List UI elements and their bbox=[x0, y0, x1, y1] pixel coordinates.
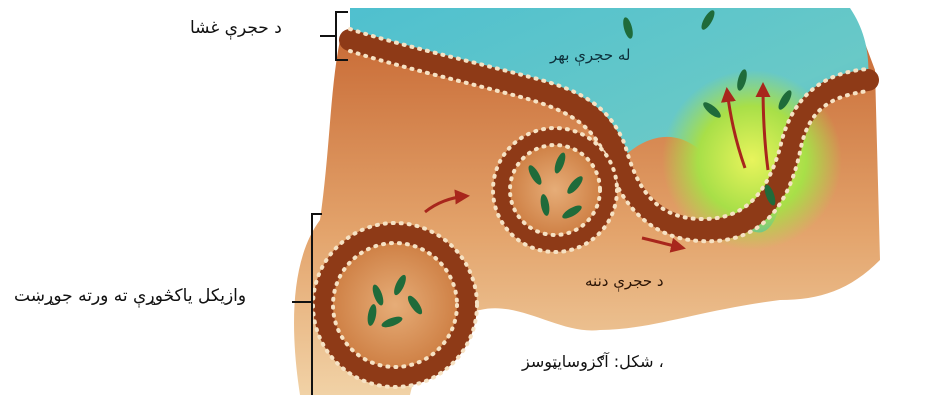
vesicle-label: وازيکل یاکڅوړې ته ورته جوړښت bbox=[14, 286, 246, 306]
inside-cell-label: د حجرې دننه bbox=[585, 272, 664, 290]
figure-caption: ، شکل: آګزوسایټوسز bbox=[514, 350, 678, 373]
fusing-vesicle bbox=[493, 128, 617, 252]
outside-cell-label: له حجرې بهر bbox=[550, 46, 631, 64]
free-vesicle bbox=[313, 223, 477, 387]
cell-membrane-label: د حجرې غشا bbox=[190, 18, 282, 38]
